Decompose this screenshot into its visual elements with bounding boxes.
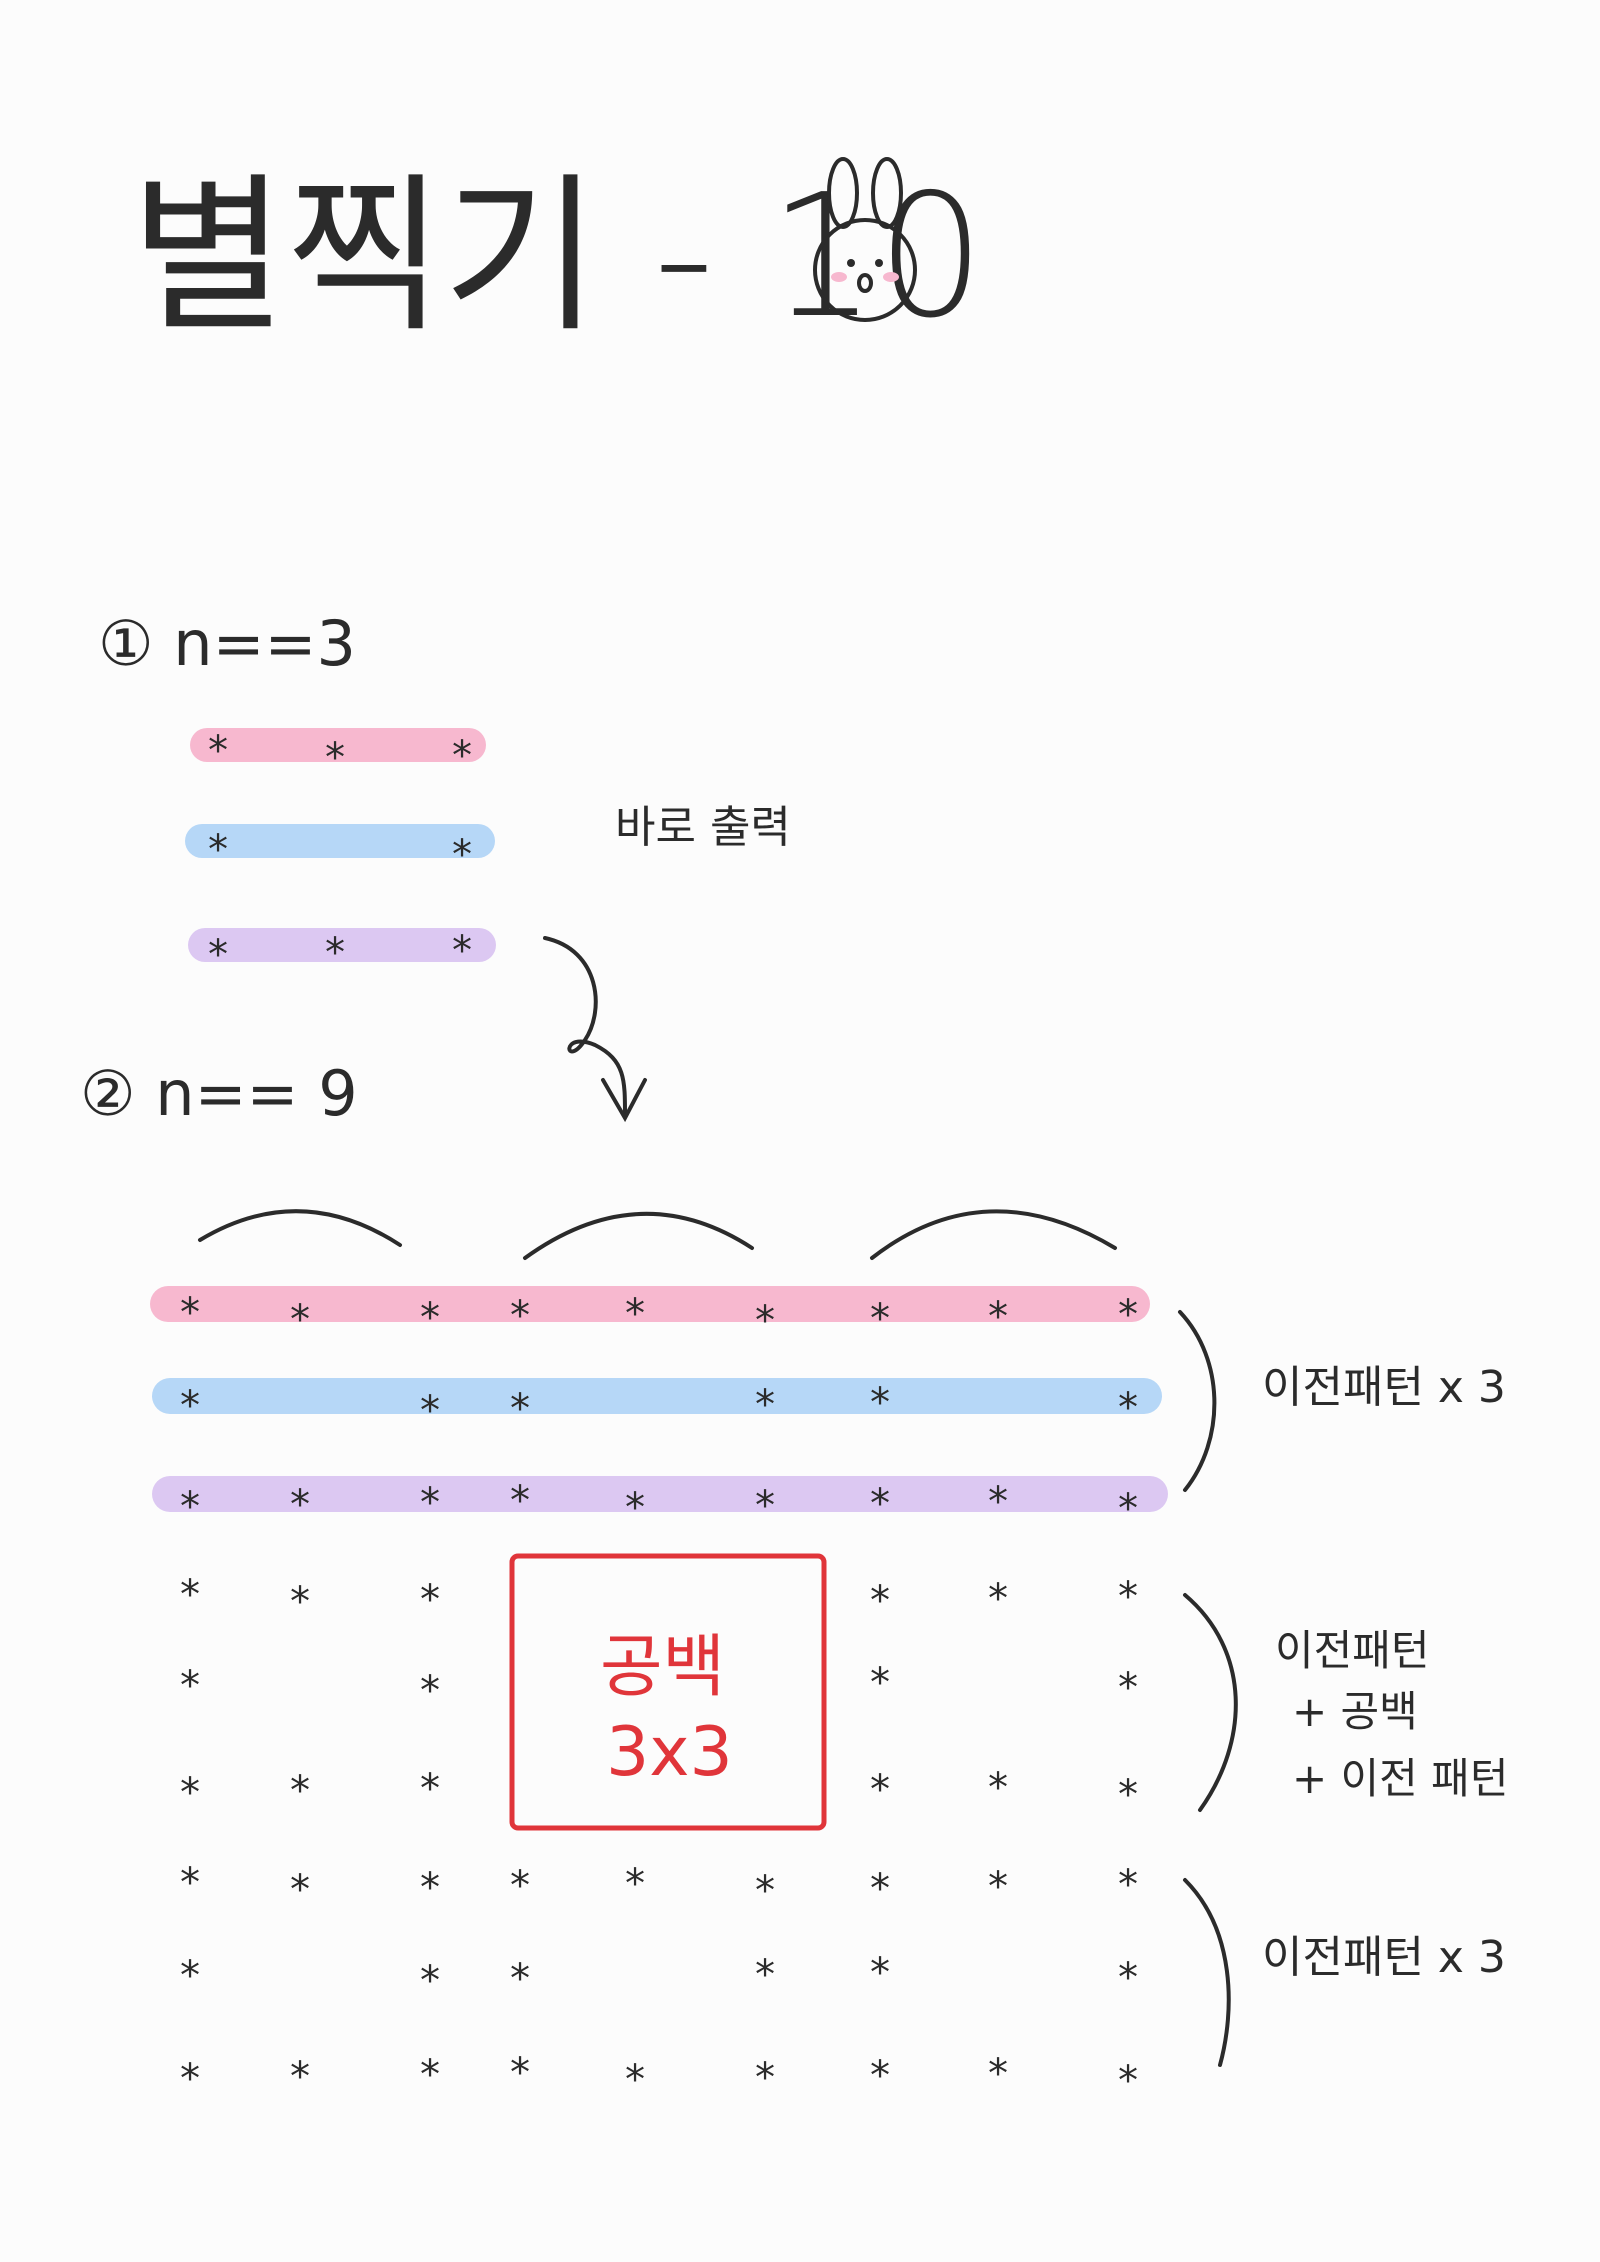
step2-star-r5-c1: * — [178, 1663, 202, 1709]
step2-star-r8-c1: * — [178, 1953, 202, 1999]
step1-star-r2-c3: * — [450, 832, 474, 878]
step2-star-r8-c3: * — [418, 1958, 442, 2004]
step2-star-r3-c6: * — [753, 1483, 777, 1529]
step2-star-r4-c3: * — [418, 1577, 442, 1623]
step2-star-r9-c4: * — [508, 2050, 532, 2096]
step2-star-r6-c2: * — [288, 1768, 312, 1814]
step2-star-r3-c5: * — [623, 1485, 647, 1531]
step1-star-r3-c1: * — [206, 932, 230, 978]
step2-row2-highlight — [152, 1378, 1162, 1414]
step2-star-r9-c5: * — [623, 2057, 647, 2103]
step2-star-r7-c2: * — [288, 1867, 312, 1913]
step2-star-r3-c4: * — [508, 1478, 532, 1524]
step2-star-r7-c8: * — [986, 1864, 1010, 1910]
step2-star-r7-c9: * — [1116, 1862, 1140, 1908]
step2-star-r1-c9: * — [1116, 1292, 1140, 1338]
step2-star-r6-c8: * — [986, 1765, 1010, 1811]
step2-star-r5-c3: * — [418, 1668, 442, 1714]
step2-star-r2-c7: * — [868, 1380, 892, 1426]
step2-star-r8-c6: * — [753, 1952, 777, 1998]
step1-star-r3-c2: * — [323, 930, 347, 976]
step1-star-r2-c1: * — [206, 827, 230, 873]
step2-label: ② n== 9 — [80, 1057, 358, 1130]
step2-star-r1-c7: * — [868, 1296, 892, 1342]
blank-box — [509, 1553, 827, 1831]
step2-star-r1-c5: * — [623, 1291, 647, 1337]
step2-star-r9-c7: * — [868, 2053, 892, 2099]
step1-label: ① n==3 — [98, 607, 356, 680]
step2-star-r6-c9: * — [1116, 1772, 1140, 1818]
arrow-down-icon — [543, 936, 647, 1123]
blank-box-size: 3x3 — [606, 1713, 733, 1792]
step1-star-r1-c1: * — [206, 728, 230, 774]
step2-star-r8-c4: * — [508, 1956, 532, 2002]
step2-star-r3-c7: * — [868, 1481, 892, 1527]
step1-star-r1-c2: * — [323, 735, 347, 781]
step2-star-r1-c8: * — [986, 1294, 1010, 1340]
step1-row2-highlight — [185, 824, 495, 858]
group1-note: 이전패턴 x 3 — [1262, 1362, 1506, 1413]
step2-star-r7-c5: * — [623, 1861, 647, 1907]
step2-star-r2-c6: * — [753, 1382, 777, 1428]
step2-star-r9-c2: * — [288, 2054, 312, 2100]
step2-star-r7-c4: * — [508, 1863, 532, 1909]
step2-star-grid: * * * * * * * * * * * * * * * * * * * * * * * * * * * * * * * * * * * * * * * *… — [178, 1290, 1140, 2104]
step2-star-r4-c8: * — [986, 1576, 1010, 1622]
step2-star-r9-c6: * — [753, 2055, 777, 2101]
step2-star-r6-c7: * — [868, 1767, 892, 1813]
group2-note-line2: + 공백 — [1292, 1687, 1418, 1736]
step2-star-r4-c1: * — [178, 1572, 202, 1618]
step2-star-r1-c2: * — [288, 1297, 312, 1343]
step2-star-r8-c9: * — [1116, 1955, 1140, 2001]
step2-row3-highlight — [152, 1476, 1168, 1512]
step2-star-r3-c2: * — [288, 1482, 312, 1528]
step2-star-r4-c2: * — [288, 1579, 312, 1625]
step2-star-r3-c8: * — [986, 1479, 1010, 1525]
step2-star-r9-c1: * — [178, 2056, 202, 2102]
step2-star-r3-c1: * — [178, 1484, 202, 1530]
step2-star-r2-c9: * — [1116, 1385, 1140, 1431]
step2-star-r9-c8: * — [986, 2051, 1010, 2097]
step2-star-r6-c1: * — [178, 1770, 202, 1816]
step2-star-r2-c1: * — [178, 1383, 202, 1429]
step2-star-r9-c3: * — [418, 2052, 442, 2098]
group2-note-line1: 이전패턴 — [1275, 1626, 1430, 1675]
block-arcs — [198, 1209, 1117, 1260]
group3-note: 이전패턴 x 3 — [1262, 1932, 1506, 1983]
step2-star-r1-c3: * — [418, 1295, 442, 1341]
step1-star-grid: * * * * * * * * — [206, 728, 474, 978]
step2-star-r7-c7: * — [868, 1866, 892, 1912]
step2-star-r7-c3: * — [418, 1865, 442, 1911]
step2-star-r6-c3: * — [418, 1766, 442, 1812]
step2-star-r7-c6: * — [753, 1868, 777, 1914]
step1-note: 바로 출력 — [615, 802, 791, 853]
step2-star-r4-c9: * — [1116, 1574, 1140, 1620]
step2-star-r3-c9: * — [1116, 1486, 1140, 1532]
step2-star-r2-c4: * — [508, 1386, 532, 1432]
step2-star-r4-c7: * — [868, 1578, 892, 1624]
step2-star-r1-c6: * — [753, 1298, 777, 1344]
bunny-face-icon — [813, 157, 917, 322]
step2-star-r3-c3: * — [418, 1480, 442, 1526]
step2-star-r1-c4: * — [508, 1293, 532, 1339]
group2-note-line3: + 이전 패턴 — [1292, 1754, 1508, 1803]
step2-star-r5-c7: * — [868, 1660, 892, 1706]
step2-star-r8-c7: * — [868, 1950, 892, 1996]
blank-box-label: 공백 — [600, 1628, 725, 1707]
step2-row1-highlight — [150, 1286, 1150, 1322]
step2-star-r5-c9: * — [1116, 1665, 1140, 1711]
page-title: 별찍기 - 10 — [130, 158, 985, 356]
step2-star-r9-c9: * — [1116, 2058, 1140, 2104]
step2-star-r1-c1: * — [178, 1290, 202, 1336]
step1-star-r3-c3: * — [450, 928, 474, 974]
step1-row1-highlight — [190, 728, 486, 762]
step1-star-r1-c3: * — [450, 733, 474, 779]
right-brackets — [1178, 1310, 1238, 2067]
step2-star-r7-c1: * — [178, 1860, 202, 1906]
step2-star-r2-c3: * — [418, 1388, 442, 1434]
step1-row3-highlight — [188, 928, 496, 962]
